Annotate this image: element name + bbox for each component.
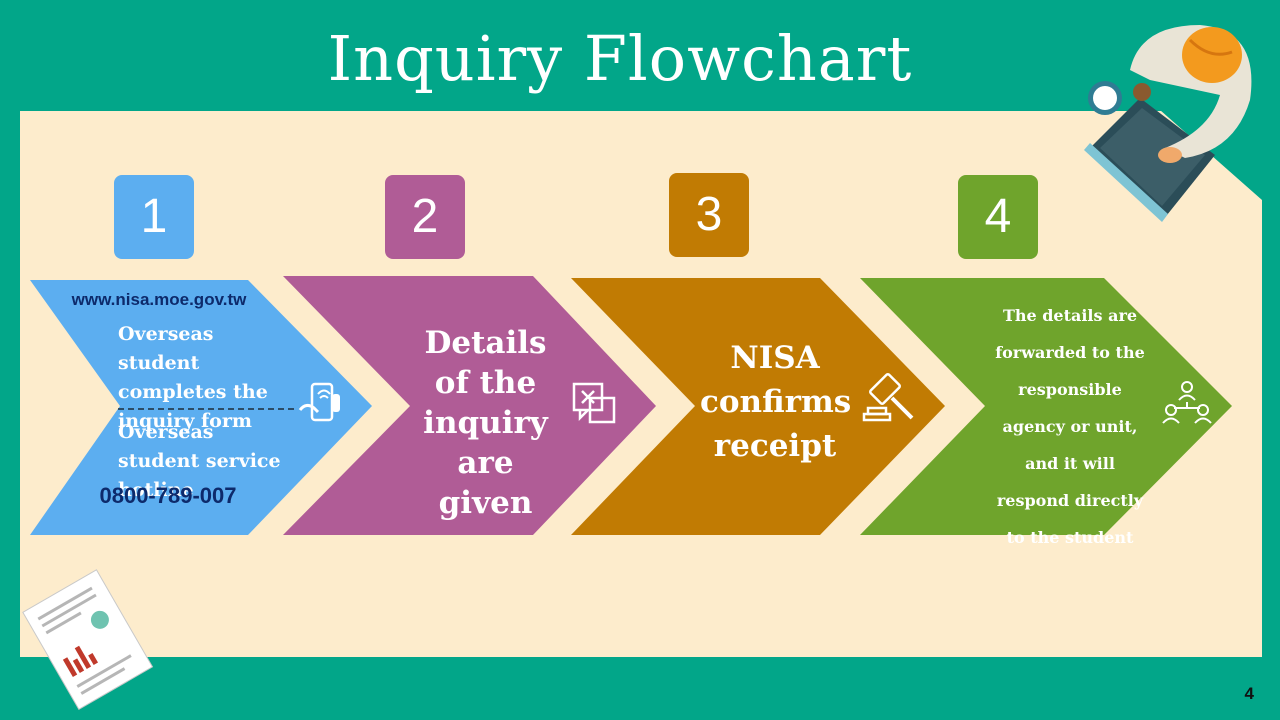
- organization-people-icon: [1162, 381, 1212, 424]
- step-3-text: NISA confirms receipt: [700, 340, 852, 464]
- step-1-arrow: [30, 280, 372, 535]
- page-title: Inquiry Flowchart: [327, 22, 913, 95]
- step-1-hotline-text: Overseas student service hotline: [118, 421, 281, 501]
- step-2-arrow: [283, 276, 656, 535]
- step-1-phone: 0800-789-007: [99, 483, 237, 508]
- step-2-text: Details of the inquiry are given: [423, 325, 548, 521]
- step-4-arrow: [860, 278, 1232, 535]
- chat-bubbles-icon: [572, 382, 616, 424]
- phone-hand-icon: [298, 382, 340, 422]
- page-number: 4: [1244, 684, 1254, 703]
- gavel-icon: [862, 373, 914, 422]
- step-1-website: www.nisa.moe.gov.tw: [71, 290, 247, 309]
- step-3-arrow: [571, 278, 945, 535]
- step-4-text: The details are forwarded to the respons…: [995, 306, 1145, 547]
- step-2-number: 2: [385, 175, 465, 259]
- step-1-form-text: Overseas student completes the inquiry f…: [118, 323, 268, 432]
- step-1-number: 1: [114, 175, 194, 259]
- step-4-number: 4: [958, 175, 1038, 259]
- step-3-number: 3: [669, 173, 749, 257]
